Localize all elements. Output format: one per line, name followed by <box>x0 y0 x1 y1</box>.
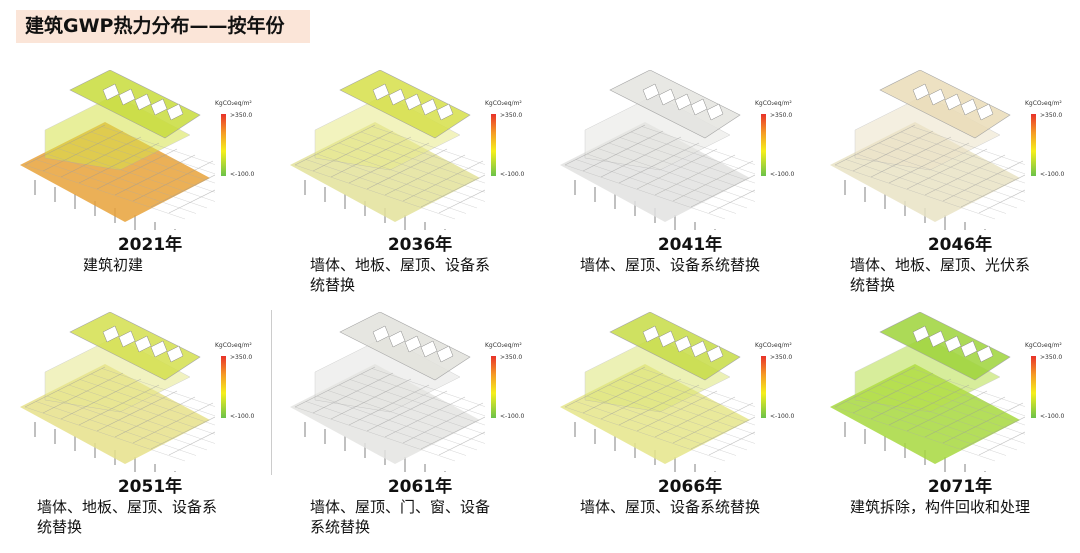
change-description: 墙体、地板、屋顶、设备系统替换 <box>310 256 491 294</box>
roof <box>339 312 471 381</box>
legend-max: >350.0 <box>230 112 253 119</box>
legend-max: >350.0 <box>500 112 523 119</box>
change-description: 建筑初建 <box>83 256 144 274</box>
roof <box>69 312 201 381</box>
legend-max: >350.0 <box>500 354 523 361</box>
gwp-panel: KgCO₂eq/m² >350.0 <-100.0 2061年 墙体、屋顶、门、… <box>285 312 555 552</box>
building-heatmap-model <box>830 312 1025 472</box>
color-legend: KgCO₂eq/m² >350.0 <-100.0 <box>215 100 285 250</box>
roof <box>609 70 741 139</box>
change-description: 墙体、屋顶、设备系统替换 <box>580 498 761 516</box>
color-legend: KgCO₂eq/m² >350.0 <-100.0 <box>755 342 825 492</box>
building-heatmap-model <box>290 70 485 230</box>
legend-gradient-bar <box>221 356 226 418</box>
legend-unit: KgCO₂eq/m² <box>755 100 792 107</box>
gwp-panel: KgCO₂eq/m² >350.0 <-100.0 2046年 墙体、地板、屋顶… <box>825 70 1080 310</box>
legend-unit: KgCO₂eq/m² <box>1025 342 1062 349</box>
roof <box>69 70 201 139</box>
year-label: 2061年 <box>387 477 453 497</box>
building-heatmap-model <box>290 312 485 472</box>
legend-unit: KgCO₂eq/m² <box>1025 100 1062 107</box>
building-heatmap-model <box>20 312 215 472</box>
year-label: 2041年 <box>657 235 723 255</box>
roof <box>339 70 471 139</box>
roof <box>879 312 1011 381</box>
change-description: 墙体、地板、屋顶、设备系统替换 <box>37 498 218 536</box>
building-heatmap-model <box>20 70 215 230</box>
roof <box>879 70 1011 139</box>
legend-min: <-100.0 <box>230 171 255 178</box>
building-heatmap-model <box>830 70 1025 230</box>
change-description: 墙体、屋顶、门、窗、设备系统替换 <box>310 498 491 536</box>
legend-min: <-100.0 <box>500 413 525 420</box>
legend-gradient-bar <box>1031 356 1036 418</box>
legend-gradient-bar <box>491 114 496 176</box>
year-label: 2021年 <box>117 235 183 255</box>
color-legend: KgCO₂eq/m² >350.0 <-100.0 <box>485 100 555 250</box>
legend-min: <-100.0 <box>770 413 795 420</box>
gwp-panel: KgCO₂eq/m² >350.0 <-100.0 2036年 墙体、地板、屋顶… <box>285 70 555 310</box>
legend-gradient-bar <box>761 114 766 176</box>
color-legend: KgCO₂eq/m² >350.0 <-100.0 <box>485 342 555 492</box>
year-label: 2066年 <box>657 477 723 497</box>
change-description: 建筑拆除，构件回收和处理 <box>850 498 1031 516</box>
change-description: 墙体、屋顶、设备系统替换 <box>580 256 761 274</box>
legend-unit: KgCO₂eq/m² <box>755 342 792 349</box>
legend-min: <-100.0 <box>1040 171 1065 178</box>
legend-gradient-bar <box>761 356 766 418</box>
building-heatmap-model <box>560 312 755 472</box>
color-legend: KgCO₂eq/m² >350.0 <-100.0 <box>215 342 285 492</box>
gwp-panel: KgCO₂eq/m² >350.0 <-100.0 2051年 墙体、地板、屋顶… <box>15 312 285 552</box>
color-legend: KgCO₂eq/m² >350.0 <-100.0 <box>1025 342 1080 492</box>
legend-max: >350.0 <box>770 354 793 361</box>
year-label: 2036年 <box>387 235 453 255</box>
year-label: 2051年 <box>117 477 183 497</box>
legend-max: >350.0 <box>1040 354 1063 361</box>
color-legend: KgCO₂eq/m² >350.0 <-100.0 <box>1025 100 1080 250</box>
legend-gradient-bar <box>491 356 496 418</box>
color-legend: KgCO₂eq/m² >350.0 <-100.0 <box>755 100 825 250</box>
legend-min: <-100.0 <box>770 171 795 178</box>
page-title: 建筑GWP热力分布——按年份 <box>16 10 310 43</box>
roof <box>609 312 741 381</box>
change-description: 墙体、地板、屋顶、光伏系统替换 <box>850 256 1031 294</box>
building-heatmap-model <box>560 70 755 230</box>
legend-min: <-100.0 <box>230 413 255 420</box>
legend-unit: KgCO₂eq/m² <box>215 100 252 107</box>
legend-unit: KgCO₂eq/m² <box>485 100 522 107</box>
legend-max: >350.0 <box>1040 112 1063 119</box>
gwp-panel: KgCO₂eq/m² >350.0 <-100.0 2041年 墙体、屋顶、设备… <box>555 70 825 310</box>
legend-unit: KgCO₂eq/m² <box>215 342 252 349</box>
legend-gradient-bar <box>1031 114 1036 176</box>
gwp-panel: KgCO₂eq/m² >350.0 <-100.0 2021年 建筑初建 <box>15 70 285 310</box>
year-label: 2071年 <box>927 477 993 497</box>
divider <box>271 310 272 475</box>
legend-min: <-100.0 <box>1040 413 1065 420</box>
legend-gradient-bar <box>221 114 226 176</box>
legend-min: <-100.0 <box>500 171 525 178</box>
gwp-panel: KgCO₂eq/m² >350.0 <-100.0 2071年 建筑拆除，构件回… <box>825 312 1080 552</box>
gwp-panel: KgCO₂eq/m² >350.0 <-100.0 2066年 墙体、屋顶、设备… <box>555 312 825 552</box>
legend-max: >350.0 <box>230 354 253 361</box>
year-label: 2046年 <box>927 235 993 255</box>
legend-unit: KgCO₂eq/m² <box>485 342 522 349</box>
legend-max: >350.0 <box>770 112 793 119</box>
